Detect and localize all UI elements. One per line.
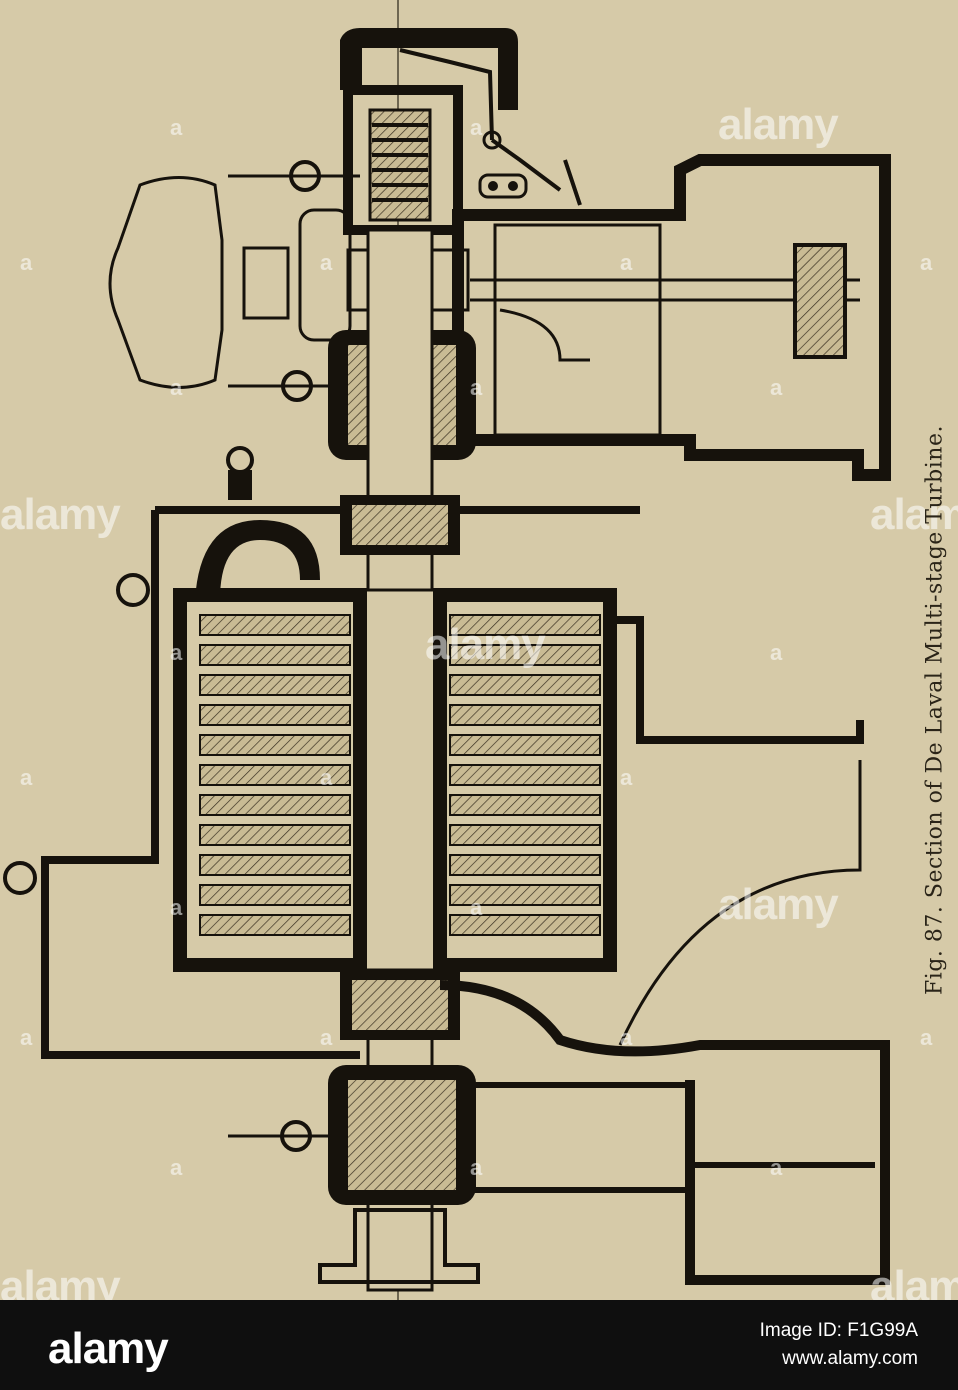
governor-housing [340, 28, 518, 110]
governor-linkage [399, 48, 562, 192]
exhaust-casing [439, 980, 890, 1285]
gear-wheel [793, 243, 847, 359]
gearbox-casing [452, 154, 891, 481]
figure-caption: Fig. 87. Section of De Laval Multi-stage… [922, 425, 948, 995]
lifting-eye-icon [3, 861, 37, 895]
image-id: Image ID: F1G99A [759, 1320, 918, 1341]
turbine-casing [173, 588, 367, 972]
steam-inlet-pipe [195, 520, 320, 600]
turbine-section-drawing [3, 0, 891, 1300]
site-url: www.alamy.com [782, 1348, 918, 1369]
stock-logo: alamy [48, 1324, 169, 1373]
image-meta: Image ID: F1G99A www.alamy.com [760, 1320, 918, 1370]
throttle-valve-handwheel-icon [226, 446, 254, 474]
pulley-wheel [108, 176, 224, 389]
turbine-stage-wheels-left [199, 614, 351, 936]
turbine-stage-wheels-right [449, 614, 601, 936]
figure-plate: alamy alamy alamy alamy alamy alamy alam… [0, 0, 958, 1300]
shaft-coupling [318, 1208, 480, 1284]
stock-footer-bar: alamy Image ID: F1G99A www.alamy.com [0, 1300, 958, 1390]
governor-spring-icon [372, 123, 428, 202]
lifting-eye-icon [116, 573, 150, 607]
